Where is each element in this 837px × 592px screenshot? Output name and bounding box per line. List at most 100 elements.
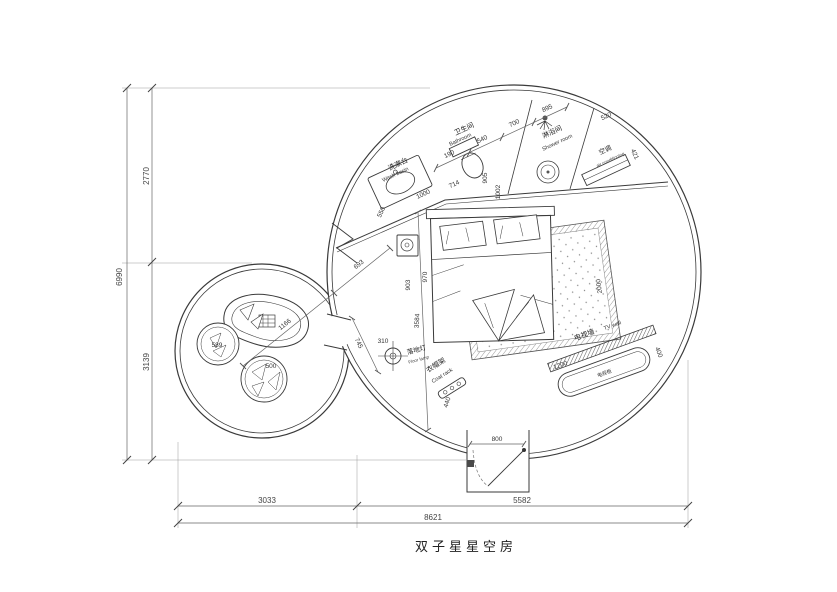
entry [466,430,530,493]
round-seat-fold-2 [212,344,227,358]
wash-basin [367,154,433,210]
blanket-folds [431,264,553,305]
spa-pool [223,293,309,348]
coat-rack-symbol [437,377,467,399]
dim-1200: 1200 [552,360,568,372]
total-width-dim: 8621 [424,513,442,522]
door-post [467,460,474,467]
round-table [240,355,288,403]
dim-589: 589 [212,342,223,349]
dim-440: 440 [443,396,453,409]
nightstand [396,234,419,257]
bed [425,205,555,344]
dim-520: 520 [600,111,613,122]
shower-spray-lines [536,120,553,131]
round-table-outer [240,355,288,403]
spa-decor-fold-1 [239,303,255,321]
round-seat [196,322,240,366]
total-height-dim: 6990 [115,268,124,286]
round-table-fold-2 [267,371,281,391]
dim-1002: 1002 [495,184,502,199]
toilet-tank [448,136,480,158]
wash-basin-tap [393,169,398,175]
extension-lines [122,87,689,528]
round-table-inner [244,359,284,399]
floor-lamp-crosshair [378,341,408,371]
bathroom-partition-wall [335,181,669,249]
dim-2000: 2000 [595,278,604,294]
coat-rack-hook-1 [443,390,448,395]
shower-ac-divider [569,107,595,190]
throw-creases [484,301,529,329]
round-table-fold-1 [251,363,267,381]
blanket-edge [431,252,552,260]
toilet-shower-divider [507,99,533,195]
tv-cabinet: 电视柜 [557,347,651,397]
round-seat-outer [196,322,240,366]
toilet-seat-line [460,152,476,161]
dim-903: 903 [405,279,412,290]
tv-cabinet-label: 电视柜 [596,368,613,380]
door-hinge [522,448,526,452]
bathroom-partition-wall-inner [336,185,669,253]
bottom-left-width-dim: 3033 [258,496,276,505]
bathroom-area [335,99,669,253]
pillow-right [493,214,541,245]
dim-970: 970 [422,271,429,282]
dim-400: 400 [653,346,664,359]
tv-wall-label-en: TV wall [603,320,622,332]
throw-blanket-left [472,288,515,342]
dim-190: 190 [443,149,456,160]
passage-walls [323,313,352,351]
dim-895: 895 [541,103,554,114]
dim-745: 745 [353,337,364,350]
round-table-fold-3 [251,381,265,397]
dim-905: 905 [482,172,489,183]
floor-lamp-symbol [378,341,408,371]
ac-unit [581,153,631,187]
tv-cabinet-outline [557,347,651,397]
drain-outer [536,160,560,184]
wash-basin-counter [367,154,433,210]
coat-rack-hook-2 [449,385,455,391]
bottom-right-width-dim: 5582 [513,496,531,505]
passage-opening [322,315,354,347]
dim-714: 714 [448,179,461,190]
spa-pool-inner [231,301,301,341]
dim-540: 540 [476,134,489,145]
lower-height-dim: 3139 [142,353,151,371]
upper-height-dim: 2770 [142,167,151,185]
pillow-left [439,220,487,251]
dim-421: 421 [629,148,640,161]
dimension-lines [122,83,693,528]
dim-700: 700 [508,118,521,129]
coat-rack-hook-3 [456,381,461,386]
dim-310: 310 [378,338,389,345]
shower-drain [536,160,560,184]
tv-wall-band [547,324,657,373]
round-seat-fold-1 [209,332,222,349]
round-seat-inner [200,326,236,362]
inner-dim-ticks [239,102,570,448]
drain-center [546,170,550,174]
throw-blanket-right [497,294,546,342]
dim-3584: 3584 [414,313,422,328]
drain-inner [540,164,556,180]
spa-steps-grid [259,315,275,327]
nightstand-lamp-center [404,242,410,248]
door-leaf [487,449,525,487]
pillow-creases [445,222,524,245]
dim-550: 550 [376,206,387,219]
tv-cabinet-inner [561,351,647,393]
dim-500: 500 [266,363,277,370]
ac-vent-line [584,159,628,181]
door-swing-arc [472,449,489,487]
spa-decor-fold-2 [250,313,264,330]
dim-800: 800 [492,436,503,443]
outer-dimension-labels: 6990 2770 3139 3033 5582 8621 [115,167,531,522]
drawing-title: 双子星星空房 [415,539,517,554]
outer-dim-ticks [122,83,693,528]
tv-wall-hatch [547,324,657,373]
